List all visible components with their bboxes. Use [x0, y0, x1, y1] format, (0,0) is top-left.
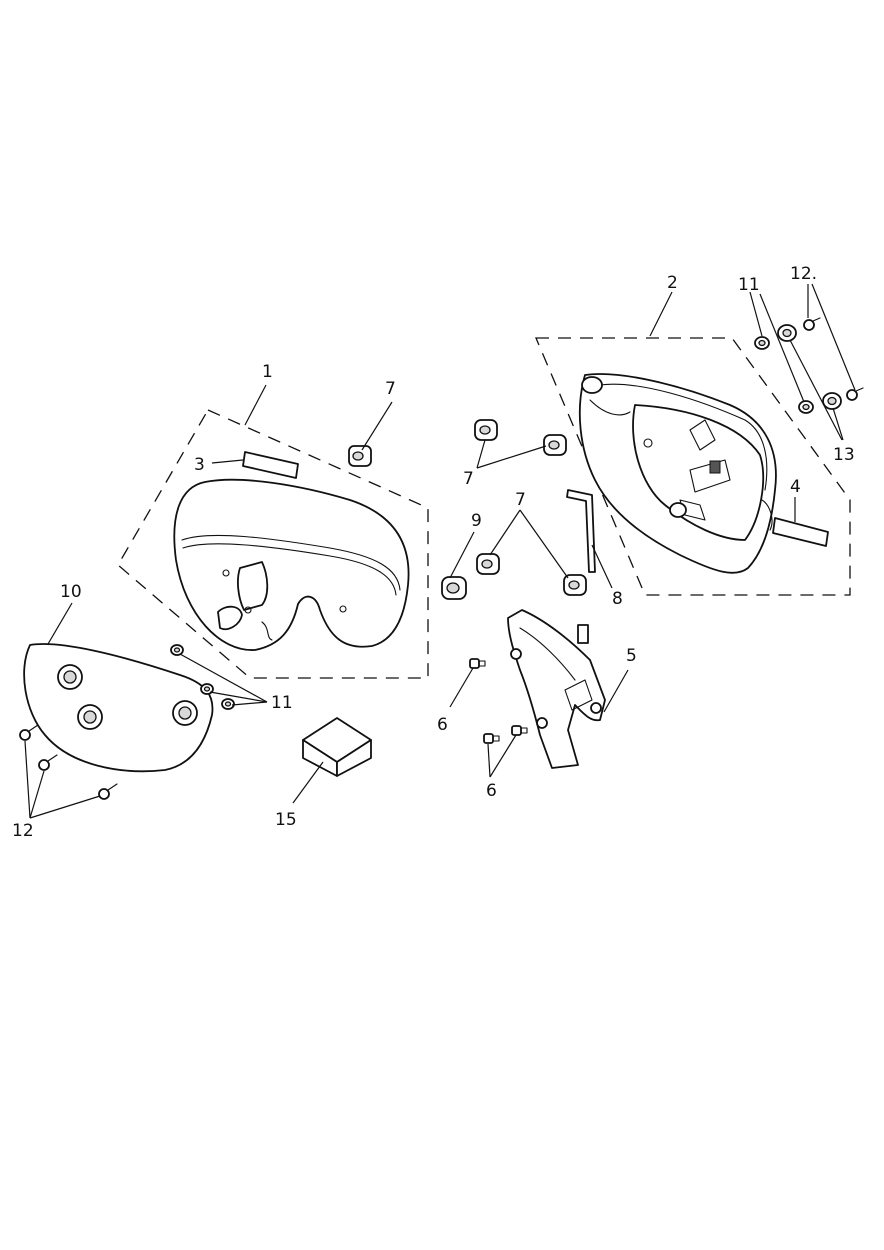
callout-3: 3: [194, 455, 205, 475]
callout-5: 5: [626, 646, 637, 666]
bracket-5: [507, 609, 606, 769]
spacer-11-d: [754, 336, 770, 350]
washer-13-b: [822, 392, 842, 410]
foam-block-15: [302, 717, 372, 777]
bolt-12-e: [846, 387, 864, 401]
callout-9: 9: [471, 511, 482, 531]
callout-7-middle: 7: [463, 469, 474, 489]
screw-6-a: [469, 658, 486, 669]
cover-panel-10: [23, 643, 214, 773]
grommet-9: [441, 576, 467, 600]
spacer-11-c: [221, 698, 235, 710]
callout-6-lower: 6: [486, 781, 497, 801]
callout-13: 13: [833, 445, 855, 465]
side-panel-right: [578, 373, 777, 574]
spacer-11-b: [200, 683, 214, 695]
bolt-12-d: [803, 317, 821, 331]
callout-2: 2: [667, 273, 678, 293]
grommet-7-c: [543, 434, 567, 456]
callout-15: 15: [275, 810, 297, 830]
washer-13-a: [777, 324, 797, 342]
spacer-11-a: [170, 644, 184, 656]
bolt-12-b: [38, 754, 58, 771]
callout-4: 4: [790, 477, 801, 497]
decal-label-3: [242, 451, 299, 479]
callout-7-top: 7: [385, 379, 396, 399]
callout-11-left: 11: [271, 693, 293, 713]
grommet-7-a: [348, 445, 372, 467]
screw-6-c: [511, 725, 528, 736]
decal-label-4: [772, 517, 829, 547]
grommet-7-b: [474, 419, 498, 441]
callout-10: 10: [60, 582, 82, 602]
screw-6-b: [483, 733, 500, 744]
bolt-12-c: [98, 783, 118, 800]
group-outline-1: [117, 409, 429, 679]
callout-12-right: 12.: [790, 264, 817, 284]
spacer-11-e: [798, 400, 814, 414]
bolt-12-a: [19, 724, 39, 741]
callout-6-upper: 6: [437, 715, 448, 735]
callout-1: 1: [262, 362, 273, 382]
grommet-7-e: [563, 574, 587, 596]
side-panel-left: [173, 478, 410, 651]
callout-12-left: 12: [12, 821, 34, 841]
callout-8: 8: [612, 589, 623, 609]
callout-11-right: 11: [738, 275, 760, 295]
leader-lines: [24, 283, 856, 819]
rod-8: [566, 489, 596, 573]
group-outline-2: [535, 337, 851, 596]
callout-7-lower: 7: [515, 490, 526, 510]
grommet-7-d: [476, 553, 500, 575]
